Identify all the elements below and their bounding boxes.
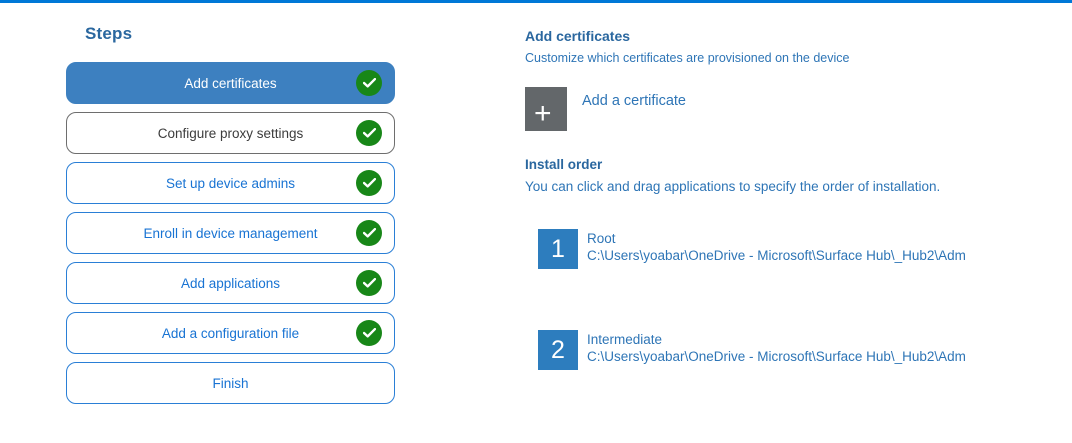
check-icon xyxy=(356,220,382,246)
certificate-path: C:\Users\yoabar\OneDrive - Microsoft\Sur… xyxy=(587,349,966,364)
content-panel: Add certificates Customize which certifi… xyxy=(525,0,995,443)
certificate-info: Root C:\Users\yoabar\OneDrive - Microsof… xyxy=(587,229,985,264)
step-finish[interactable]: Finish xyxy=(66,362,395,404)
check-icon xyxy=(356,70,382,96)
step-label: Set up device admins xyxy=(165,175,296,191)
step-enroll-in-device-management[interactable]: Enroll in device management xyxy=(66,212,395,254)
install-order-subtitle: You can click and drag applications to s… xyxy=(525,179,941,194)
check-icon xyxy=(356,320,382,346)
check-icon xyxy=(356,120,382,146)
content-subtitle: Customize which certificates are provisi… xyxy=(525,51,850,65)
order-number-badge: 1 xyxy=(538,229,578,269)
step-label: Add applications xyxy=(180,275,281,291)
add-certificate-label: Add a certificate xyxy=(582,93,686,109)
order-number-badge: 2 xyxy=(538,330,578,370)
step-set-up-device-admins[interactable]: Set up device admins xyxy=(66,162,395,204)
step-add-certificates[interactable]: Add certificates xyxy=(66,62,395,104)
install-order-item[interactable]: 1 Root C:\Users\yoabar\OneDrive - Micros… xyxy=(538,229,985,269)
certificate-name: Intermediate xyxy=(587,332,663,347)
certificate-name: Root xyxy=(587,231,616,246)
step-add-a-configuration-file[interactable]: Add a configuration file xyxy=(66,312,395,354)
certificate-info: Intermediate C:\Users\yoabar\OneDrive - … xyxy=(587,330,985,365)
steps-list: Add certificates Configure proxy setting… xyxy=(66,62,395,412)
plus-icon: + xyxy=(525,87,567,131)
install-order-item[interactable]: 2 Intermediate C:\Users\yoabar\OneDrive … xyxy=(538,330,985,370)
add-certificate-button[interactable]: + Add a certificate xyxy=(525,87,686,131)
step-label: Add a configuration file xyxy=(161,325,300,341)
step-label: Add certificates xyxy=(184,75,277,91)
steps-panel-title: Steps xyxy=(85,24,133,43)
step-label: Finish xyxy=(212,375,249,391)
check-icon xyxy=(356,170,382,196)
step-configure-proxy-settings[interactable]: Configure proxy settings xyxy=(66,112,395,154)
step-add-applications[interactable]: Add applications xyxy=(66,262,395,304)
step-label: Enroll in device management xyxy=(143,225,318,241)
check-icon xyxy=(356,270,382,296)
step-label: Configure proxy settings xyxy=(157,125,304,141)
install-order-title: Install order xyxy=(525,157,603,172)
content-title: Add certificates xyxy=(525,28,631,44)
top-accent-bar xyxy=(0,0,1072,3)
certificate-path: C:\Users\yoabar\OneDrive - Microsoft\Sur… xyxy=(587,248,966,263)
